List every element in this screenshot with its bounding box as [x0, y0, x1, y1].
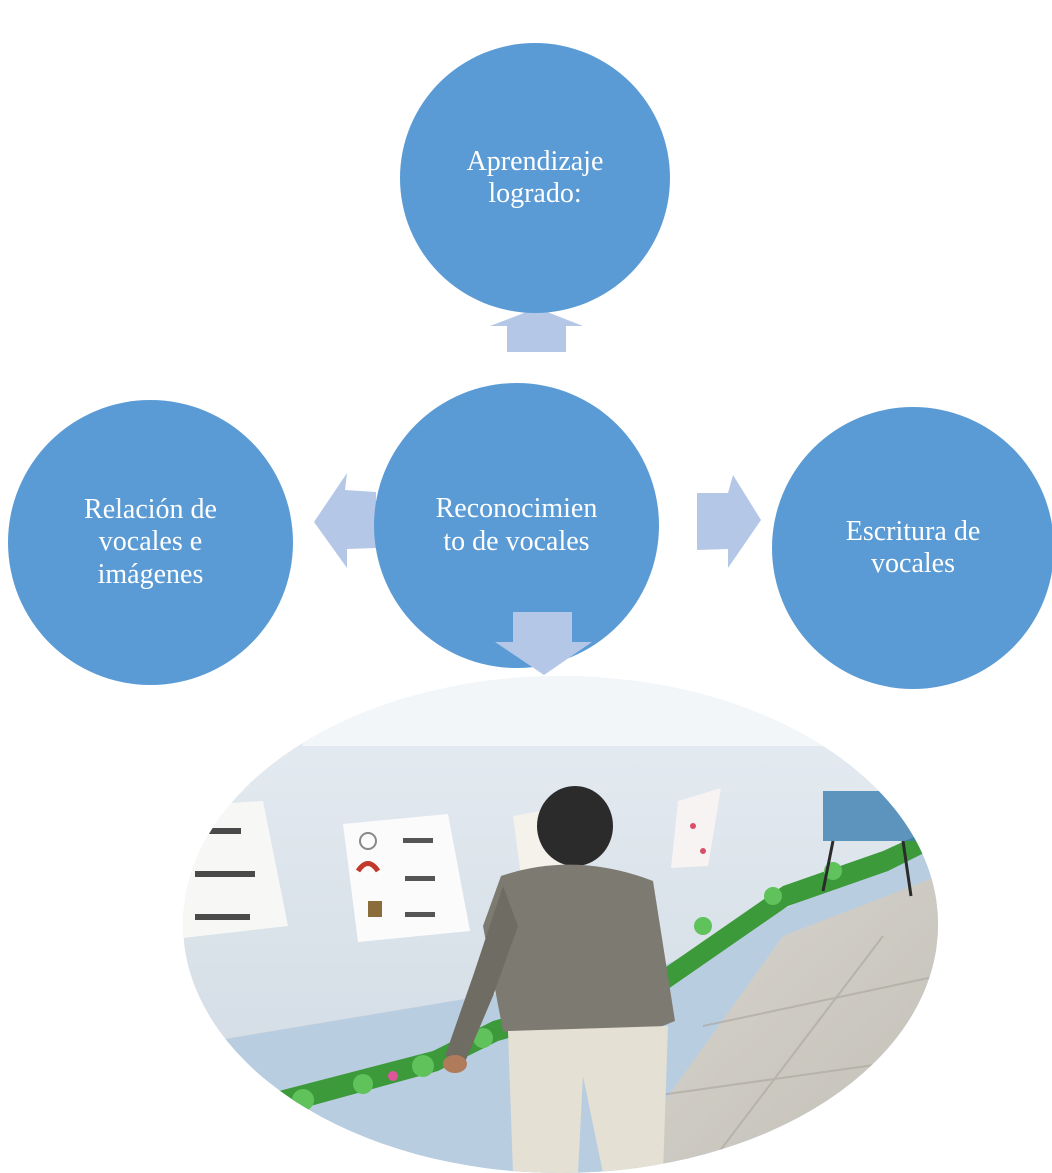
node-reconocimiento-label: Reconocimien to de vocales	[435, 493, 598, 557]
classroom-photo	[183, 676, 938, 1173]
node-relacion: Relación de vocales e imágenes	[8, 400, 293, 685]
node-escritura-label: Escritura de vocales	[845, 515, 981, 579]
arrow-right	[697, 475, 761, 568]
node-aprendizaje-label: Aprendizaje logrado:	[466, 145, 604, 209]
node-reconocimiento: Reconocimien to de vocales	[374, 383, 659, 668]
node-aprendizaje: Aprendizaje logrado:	[400, 43, 670, 313]
arrow-left	[314, 473, 376, 568]
classroom-photo-icon	[183, 676, 938, 1173]
arrow-up	[490, 308, 583, 352]
node-escritura: Escritura de vocales	[772, 407, 1052, 689]
node-relacion-label: Relación de vocales e imágenes	[84, 494, 217, 590]
